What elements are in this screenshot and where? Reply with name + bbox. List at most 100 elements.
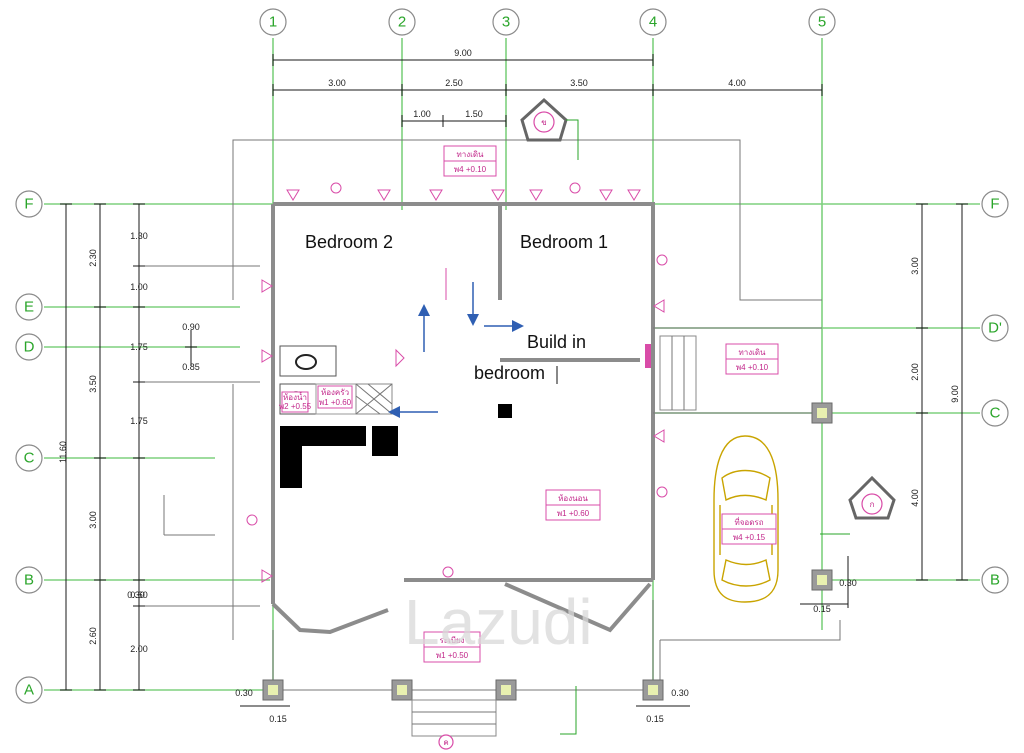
tag-line-2: พ2 +0.55	[279, 402, 312, 411]
axis-bubble-top-1: 1	[259, 8, 287, 36]
tag-line-1: ห้องน้ำ	[283, 391, 307, 402]
stairs	[411, 335, 697, 737]
room-label-build-in: Build in	[527, 332, 586, 352]
axis-bubble-left-d: D	[15, 333, 43, 361]
right-dimensions: 9.00 3.00 2.00 4.00	[910, 203, 968, 581]
axis-label: 2	[398, 14, 406, 31]
axis-bubble-top-2: 2	[388, 8, 416, 36]
top-dimensions: 9.00 3.00 2.50 3.50 4.00 1.00 1.50	[272, 48, 823, 127]
columns	[262, 402, 833, 701]
axis-label: 5	[818, 14, 826, 31]
axis-bubble-left-b: B	[15, 566, 43, 594]
axis-label: B	[990, 572, 1000, 589]
axis-label: C	[990, 405, 1001, 422]
axis-bubble-left-f: F	[15, 190, 43, 218]
dim-offset-7: 0.15	[813, 604, 831, 614]
axis-label: D'	[988, 320, 1002, 337]
dim-offset-1: 0.30	[235, 688, 253, 698]
dim-left-inner-3: 1.75	[130, 342, 148, 352]
marker-north-1: ข	[520, 97, 579, 160]
tag-line-2: พ4 +0.10	[736, 363, 769, 372]
axis-bubble-left-a: A	[15, 676, 43, 704]
marker-label: ก	[870, 500, 875, 509]
tag-line-2: พ4 +0.15	[733, 533, 766, 542]
dim-top-4: 4.00	[728, 78, 746, 88]
axis-label: 4	[649, 14, 657, 31]
walls	[271, 202, 822, 700]
dim-left-inner-1: 1.30	[130, 231, 148, 241]
dim-top-sub-2: 1.50	[465, 109, 483, 119]
watermark: Lazudi	[404, 586, 593, 658]
axis-bubble-left-c: C	[15, 444, 43, 472]
room-tag-corridor-top: ทางเดิน พ4 +0.10	[443, 145, 497, 177]
tag-line-1: ห้องครัว	[321, 388, 349, 397]
tag-line-1: ที่จอดรถ	[734, 516, 763, 527]
tag-line-1: ระเบียง	[440, 636, 465, 645]
tag-line-2: พ1 +0.60	[557, 509, 590, 518]
kitchen-bath	[279, 345, 512, 488]
dim-left-small-2: 0.85	[182, 362, 200, 372]
axis-bubble-top-4: 4	[639, 8, 667, 36]
axis-label: C	[24, 450, 35, 467]
axis-bubble-left-e: E	[15, 293, 43, 321]
axis-label: F	[990, 196, 999, 213]
dim-left-mid-4: 2.60	[88, 627, 98, 645]
dim-left-inner-4: 1.75	[130, 416, 148, 426]
axis-label: 1	[269, 14, 277, 31]
tag-line-1: ทางเดิน	[738, 348, 766, 357]
dim-left-mid-1: 2.30	[88, 249, 98, 267]
dim-top-sub-1: 1.00	[413, 109, 431, 119]
room-tag-carport: ที่จอดรถ พ4 +0.15	[721, 513, 777, 545]
room-label-bedroom-2: Bedroom 2	[305, 232, 393, 252]
dim-right-outer: 9.00	[950, 385, 960, 403]
dim-left-outer: 11.60	[58, 441, 68, 463]
axis-label: E	[24, 299, 34, 316]
dim-offset-5: 0.15	[269, 714, 287, 724]
room-tag-terrace: ระเบียง พ1 +0.50	[423, 631, 481, 663]
dim-top-2: 2.50	[445, 78, 463, 88]
openings	[246, 182, 668, 583]
dim-right-mid-1: 3.00	[910, 257, 920, 275]
axis-label: D	[24, 339, 35, 356]
dim-top-3: 3.50	[570, 78, 588, 88]
room-tag-kitchen: ห้องครัว พ1 +0.60	[317, 385, 353, 409]
room-tag-corridor-right: ทางเดิน พ4 +0.10	[725, 343, 779, 375]
dim-left-mid-2: 3.50	[88, 375, 98, 393]
tag-line-2: พ1 +0.60	[319, 398, 352, 407]
dim-left-mid-3: 3.00	[88, 511, 98, 529]
tag-line-1: ทางเดิน	[456, 150, 484, 159]
marker-label: ข	[541, 118, 546, 127]
room-tag-bath: ห้องน้ำ พ2 +0.55	[279, 391, 312, 413]
dim-top-total: 9.00	[454, 48, 472, 58]
axis-label: F	[24, 196, 33, 213]
offset-dimensions: 0.30 0.30 0.30 0.30 0.15 0.15 0.15	[127, 556, 857, 724]
axis-label: A	[24, 682, 34, 699]
dim-right-mid-2: 2.00	[910, 363, 920, 381]
dim-offset-2: 0.30	[671, 688, 689, 698]
axis-label: B	[24, 572, 34, 589]
dim-left-inner-2: 1.00	[130, 282, 148, 292]
room-tag-bedroom: ห้องนอน พ1 +0.60	[545, 489, 601, 521]
marker-label: ค	[443, 738, 448, 747]
tag-line-2: พ1 +0.50	[436, 651, 469, 660]
tag-line-2: พ4 +0.10	[454, 165, 487, 174]
axis-bubble-top-3: 3	[492, 8, 520, 36]
dim-left-small-1: 0.90	[182, 322, 200, 332]
dim-top-1: 3.00	[328, 78, 346, 88]
marker-north-2: ก	[820, 475, 896, 535]
axis-bubble-right-b: B	[981, 566, 1009, 594]
room-label-build-in-bedroom: bedroom	[474, 363, 545, 383]
dim-right-mid-3: 4.00	[910, 489, 920, 507]
axis-bubble-right-c: C	[981, 399, 1009, 427]
dim-left-inner-6: 2.00	[130, 644, 148, 654]
axis-bubble-right-d-prime: D'	[981, 314, 1009, 342]
axis-label: 3	[502, 14, 510, 31]
dim-offset-6: 0.15	[646, 714, 664, 724]
room-label-bedroom-1: Bedroom 1	[520, 232, 608, 252]
tag-line-1: ห้องนอน	[558, 494, 588, 503]
dim-left-inner-5: 0.60	[130, 590, 148, 600]
axis-bubble-top-5: 5	[808, 8, 836, 36]
left-dimensions: 11.60 2.30 3.50 3.00 2.60 1.30 1.00 1.75…	[58, 203, 260, 691]
marker-bottom: ค	[438, 686, 577, 750]
